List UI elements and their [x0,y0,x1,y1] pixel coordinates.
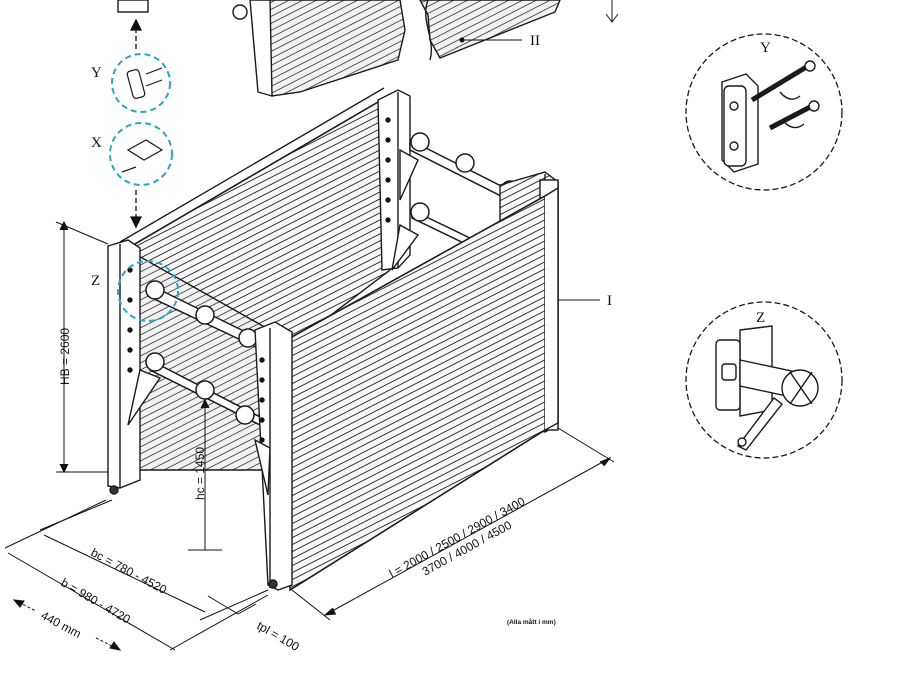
label-i: I [607,293,612,309]
dim-tpl-text: tpl = 100 [255,618,302,653]
assembly-arrow [129,18,143,229]
detail-label-y: Y [760,40,771,56]
detail-x-small [121,139,164,173]
dim-440-text: 440 mm [39,608,84,641]
detail-y-small [126,67,163,100]
label-x: X [91,135,102,151]
dim-bc [39,499,269,621]
dim-b-text: b = 980 - 4720 [59,575,134,626]
dim-b [4,499,269,651]
label-y: Y [91,65,102,81]
label-ii: II [530,33,540,49]
detail-circle-z: Z [685,301,843,459]
front-struts [145,280,263,428]
front-right-post [253,321,293,591]
front-panel [289,186,559,592]
highlight-circles [109,53,179,322]
units-note: (Alla mått i mm) [507,618,556,626]
front-left-post [107,239,162,495]
detail-circle-y: Y [685,33,843,191]
detail-label-z: Z [756,310,765,326]
upper-module-fragment [117,0,619,97]
dim-hb-text: HB = 2600 [58,328,72,385]
dim-tpl [207,595,257,615]
dim-hc [188,398,222,551]
dim-hb [55,220,109,474]
dim-l [291,427,615,621]
dim-bc-text: bc = 780 - 4520 [89,545,170,597]
dim-hc-text: hc = 1450 [193,447,207,500]
label-z: Z [91,273,100,289]
back-right-post [377,89,420,271]
dim-440 [12,599,122,651]
